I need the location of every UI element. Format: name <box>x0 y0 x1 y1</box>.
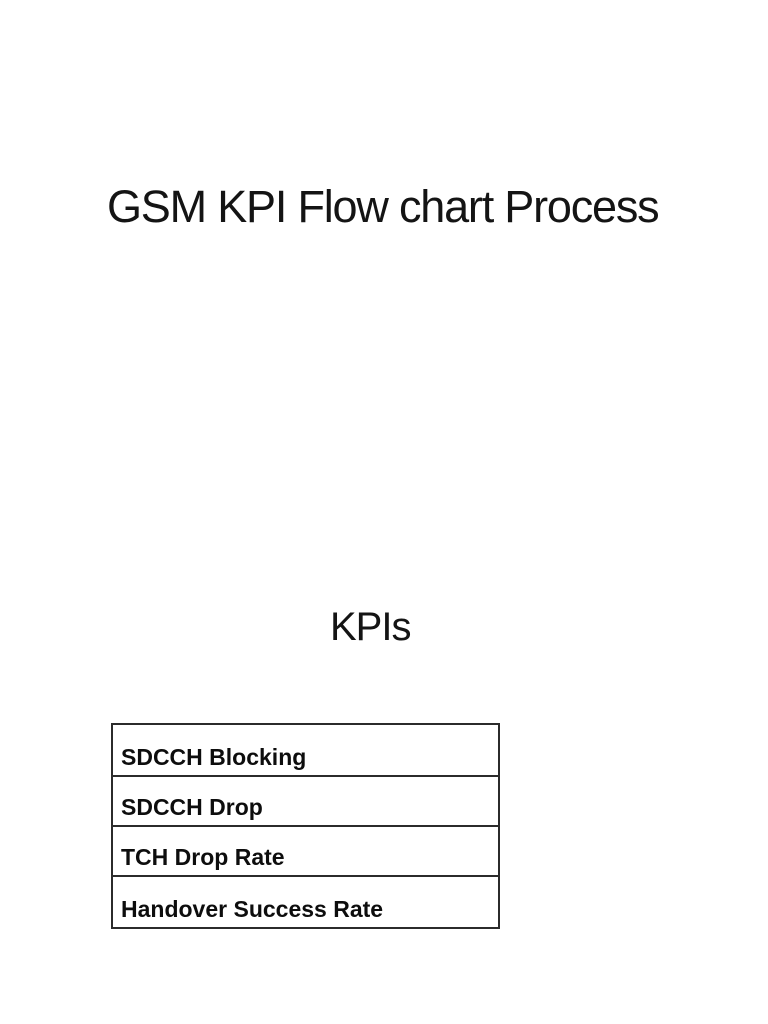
section-heading-kpis: KPIs <box>330 605 411 649</box>
table-row: SDCCH Drop <box>113 777 498 827</box>
page-title: GSM KPI Flow chart Process <box>107 181 660 232</box>
table-row: TCH Drop Rate <box>113 827 498 877</box>
kpi-label-sdcch-drop: SDCCH Drop <box>121 794 263 820</box>
kpi-table: SDCCH Blocking SDCCH Drop TCH Drop Rate … <box>111 723 500 929</box>
kpi-label-tch-drop-rate: TCH Drop Rate <box>121 844 285 870</box>
kpi-label-handover-success-rate: Handover Success Rate <box>121 896 384 922</box>
table-row: SDCCH Blocking <box>113 725 498 777</box>
table-row: Handover Success Rate <box>113 877 498 927</box>
kpi-label-sdcch-blocking: SDCCH Blocking <box>121 744 307 770</box>
